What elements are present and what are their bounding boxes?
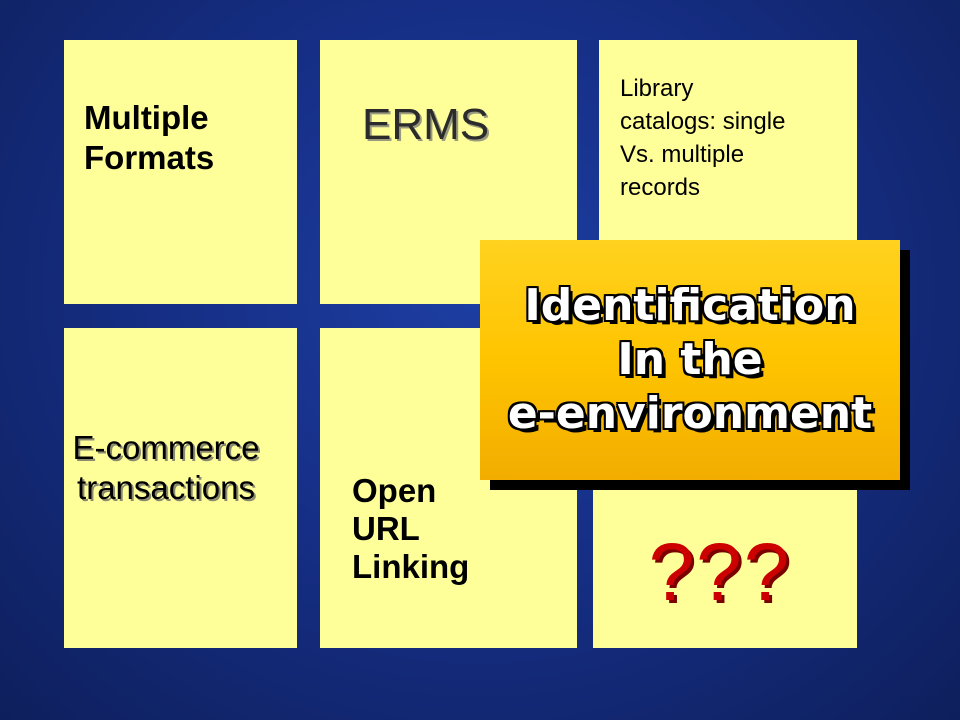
library-catalogs-text: Library catalogs: single Vs. multiple re… — [620, 72, 785, 204]
text-line: Linking — [352, 548, 470, 585]
text-line: Formats — [84, 139, 215, 176]
question-marks-text: ??? — [630, 528, 810, 618]
text-line: ??? — [648, 527, 792, 618]
callout-line-e-environment: e-environment — [507, 388, 873, 439]
text-line: ERMS — [362, 100, 490, 149]
identification-callout: Identification In the e-environment — [480, 240, 900, 480]
multiple-formats-text: Multiple Formats — [84, 98, 214, 178]
erms-text: ERMS — [362, 100, 489, 150]
tile-multiple-formats — [64, 40, 297, 304]
text-line: records — [620, 174, 701, 201]
text-line: catalogs: single — [620, 108, 786, 135]
text-line: transactions — [77, 469, 255, 506]
e-commerce-text: E-commerce transactions — [46, 428, 286, 508]
text-line: E-commerce — [72, 429, 260, 466]
text-line: Open — [352, 472, 437, 509]
callout-line-identification: Identification — [524, 280, 856, 331]
callout-line-in-the: In the — [617, 334, 763, 385]
tile-e-commerce — [64, 328, 297, 648]
text-line: URL — [352, 510, 420, 547]
open-url-text: Open URL Linking — [352, 472, 469, 586]
text-line: Vs. multiple — [620, 141, 745, 168]
text-line: Library — [620, 75, 694, 102]
text-line: Multiple — [84, 99, 209, 136]
